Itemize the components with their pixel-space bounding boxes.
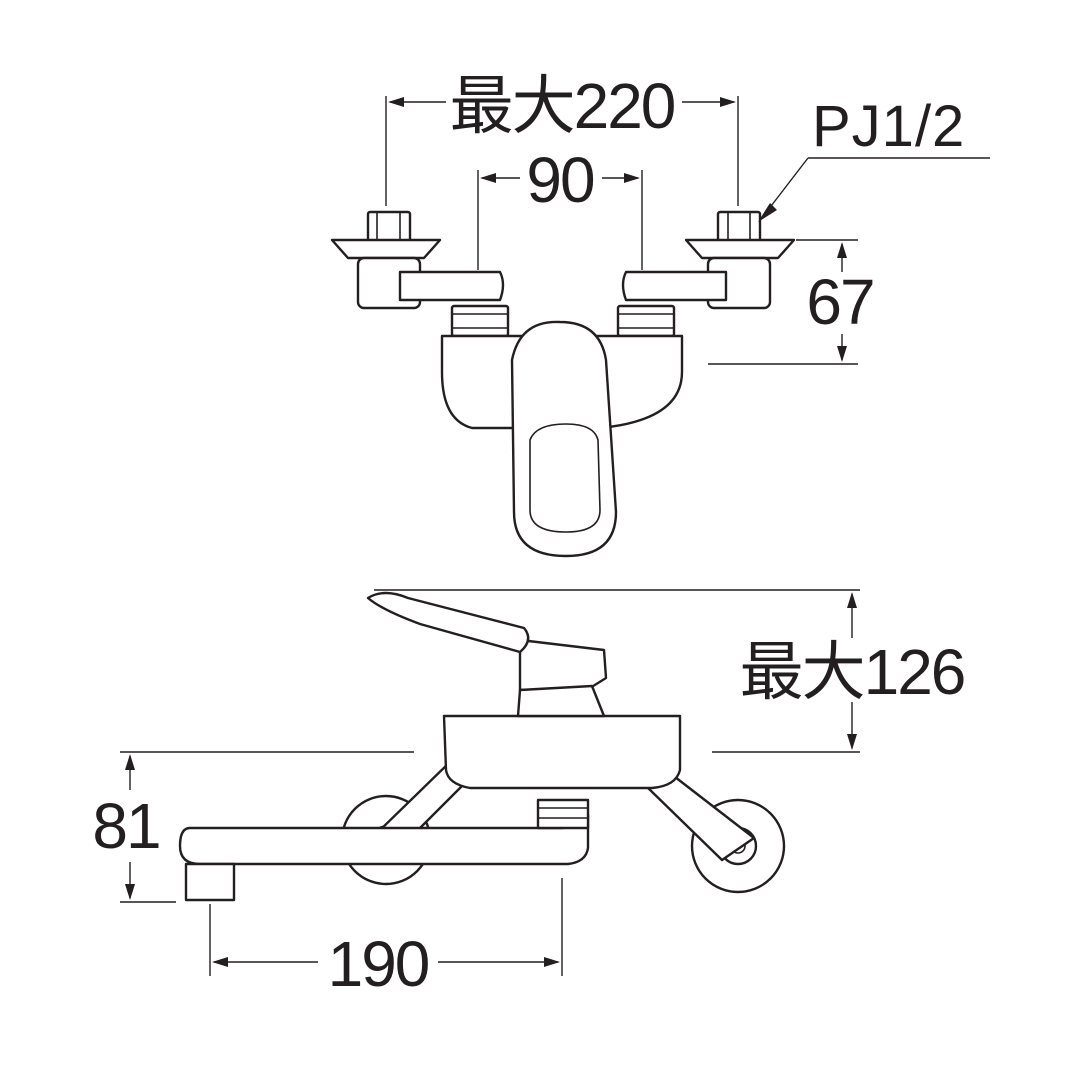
spout (178, 798, 590, 902)
max-width-label: 最大220 (450, 70, 675, 142)
dimension-spout-height: 81 (92, 751, 414, 903)
dimension-pipe-spacing: 90 (477, 144, 643, 270)
pipe-thread-label: PJ1/2 (812, 94, 965, 159)
dimension-fitting-height: 67 (708, 239, 876, 365)
lever-handle (366, 591, 608, 718)
spout-height-label: 81 (92, 790, 159, 862)
top-view: 最大220 90 PJ1/2 67 (330, 70, 990, 558)
dimension-max-height: 最大126 (374, 589, 966, 753)
fitting-height-label: 67 (806, 266, 873, 338)
faucet-body-front (442, 714, 682, 790)
front-view: 最大126 81 190 (92, 589, 966, 1000)
dimension-max-width: 最大220 (385, 70, 739, 206)
spout-reach-label: 190 (328, 928, 429, 1000)
dimension-spout-reach: 190 (209, 878, 563, 1000)
max-height-label: 最大126 (740, 636, 965, 708)
faucet-body-top (440, 320, 684, 558)
callout-pipe-thread: PJ1/2 (758, 94, 990, 222)
pipe-spacing-label: 90 (526, 144, 594, 216)
left-connection-fitting (330, 210, 510, 338)
right-connection-fitting (616, 210, 796, 338)
